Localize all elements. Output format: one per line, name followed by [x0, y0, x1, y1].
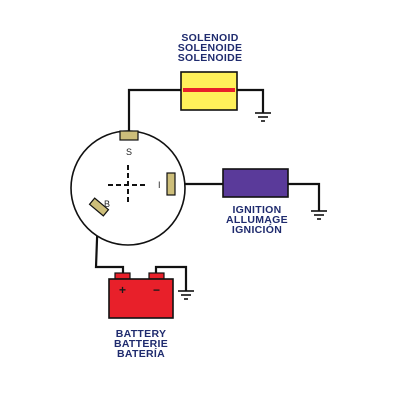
battery-label-es: BATERÍA	[117, 348, 165, 360]
ignition-label-fr: ALLUMAGE	[226, 214, 288, 226]
solenoid-label-fr: SOLENOIDE	[177, 42, 243, 54]
battery-plus-sign: +	[119, 283, 126, 297]
ignition-box	[222, 168, 289, 198]
battery-label-fr: BATTERIE	[113, 338, 169, 350]
wire-solenoid-to-ground	[235, 88, 265, 114]
ground-symbol-battery	[178, 290, 194, 300]
solenoid-label-es: SOLENOIDE	[177, 52, 243, 64]
ignition-label: IGNITION ALLUMAGE IGNICIÓN	[226, 204, 288, 236]
wire-ignition-to-ground	[286, 182, 321, 212]
terminal-i-label: I	[158, 180, 161, 190]
solenoid-label-en: SOLENOID	[181, 32, 239, 44]
terminal-b-label: B	[104, 199, 110, 209]
wire-b-to-battery	[94, 210, 125, 277]
battery-negative-post	[148, 272, 165, 280]
terminal-s	[119, 130, 139, 141]
wire-battery-to-ground	[154, 265, 188, 292]
ignition-label-es: IGNICIÓN	[231, 224, 283, 236]
battery-label: BATTERY BATTERIE BATERÍA	[113, 328, 169, 360]
battery-label-en: BATTERY	[115, 328, 167, 340]
terminal-s-label: S	[126, 147, 132, 157]
ignition-label-en: IGNITION	[232, 204, 282, 216]
ground-symbol-solenoid	[255, 112, 271, 122]
solenoid-label: SOLENOID SOLENOIDE SOLENOIDE	[177, 32, 243, 64]
battery-minus-sign: −	[153, 283, 160, 297]
wire-s-to-solenoid	[127, 88, 183, 135]
terminal-i	[166, 172, 176, 196]
solenoid-stripe	[183, 88, 235, 92]
battery-body	[108, 278, 174, 319]
ground-symbol-ignition	[311, 210, 327, 220]
switch-center-crosshair	[108, 165, 148, 205]
terminal-b	[88, 197, 110, 217]
battery-positive-post	[114, 272, 131, 280]
